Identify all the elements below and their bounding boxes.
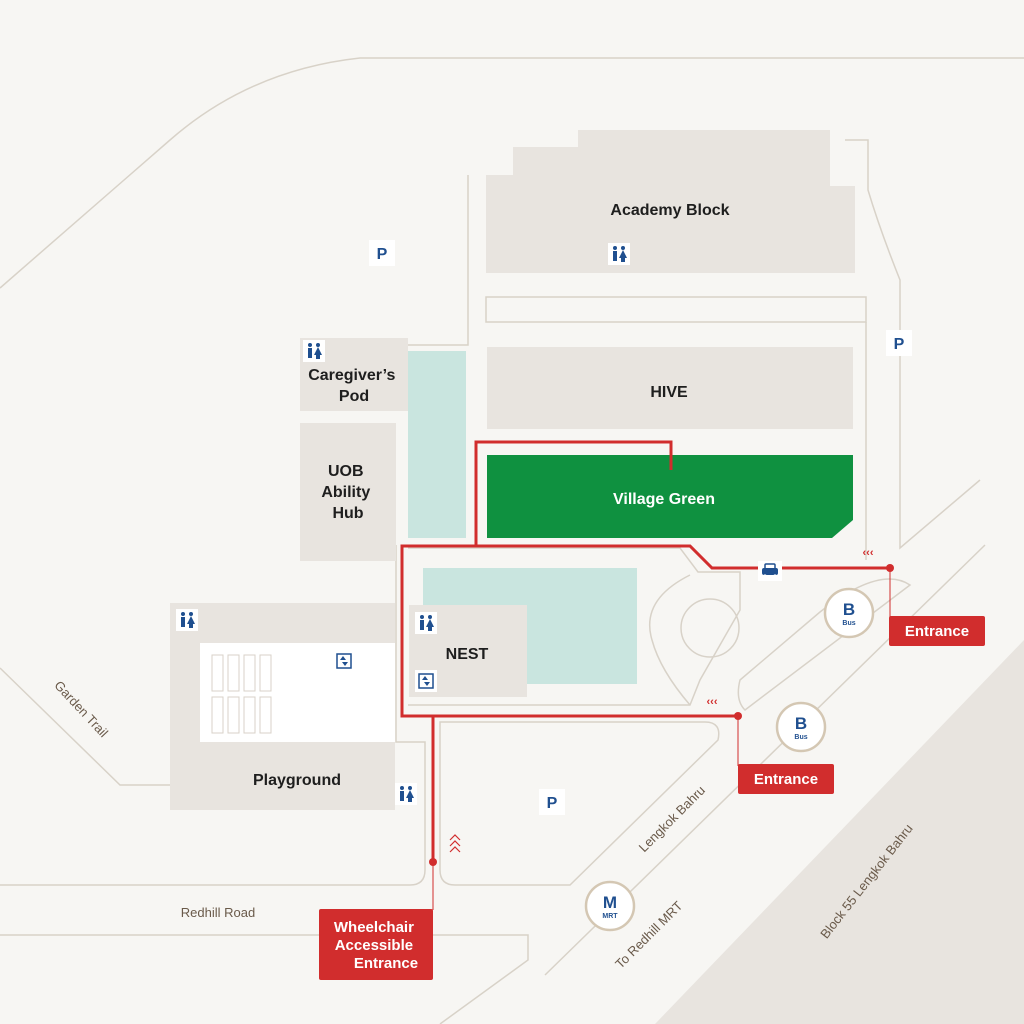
accessible-route [400,440,890,862]
toilet-icon [608,243,630,265]
toilet-icon [303,340,325,362]
entrance-east-label: Entrance [905,623,969,640]
greenery-strip [408,351,466,538]
bus-stop-south[interactable]: B Bus [775,701,827,753]
east-curve-road [845,139,981,550]
wheelchair-line-1: Wheelchair [334,919,414,936]
northwest-curve-road [0,57,1024,289]
south-car-park-outline [439,721,720,886]
wheelchair-line-2: Accessible [335,937,413,954]
parking-east[interactable]: P [886,330,912,356]
redhill-road-south-edge [0,934,529,1024]
bus-icon: B [795,714,807,733]
entrance-wheelchair-label: Wheelchair Accessible Entrance [334,919,418,972]
route-node-south [734,712,742,720]
entrance-east[interactable]: Entrance [889,616,985,646]
nest-label: NEST [446,646,489,663]
road-outlines [0,57,1024,1024]
bus-sub-label: Bus [842,620,855,627]
redhill-road-north-edge [0,545,426,886]
route-node-wheelchair [429,858,437,866]
village-green-building [487,455,853,538]
redhill-road-label: Redhill Road [181,905,255,920]
lift-icon [333,650,355,672]
route-connectors [432,568,891,910]
entrance-wheelchair-box [319,909,433,980]
entrance-east-box [889,616,985,646]
wheelchair-line-3: Entrance [354,955,418,972]
bus-sub-label: Bus [794,734,807,741]
parking-south[interactable]: P [539,789,565,815]
mrt-station[interactable]: M MRT [584,880,636,932]
mrt-sub-label: MRT [602,913,618,920]
hive-service-lane [485,296,867,323]
caregivers-pod-line-2: Pod [339,388,369,405]
entrance-wheelchair[interactable]: Wheelchair Accessible Entrance [319,909,433,980]
hive-label: HIVE [650,384,688,401]
chevrons-east: ‹‹‹ [863,547,874,559]
route-village-green-link [474,440,673,546]
uob-ability-hub-line-2: Ability [321,484,370,501]
chevrons-south: ‹‹‹ [707,696,718,708]
inner-loop-road [408,547,741,706]
parking-icon: P [377,246,388,263]
lengkok-bahru-label: Lengkok Bahru [636,783,708,855]
toilet-icon [415,612,437,634]
roundabout-drive [648,574,691,706]
playground-equipment [211,654,272,734]
parking-icon: P [547,795,558,812]
bus-icon: B [843,600,855,619]
lift-icon [415,670,437,692]
route-node-east [886,564,894,572]
entrance-south[interactable]: Entrance [738,764,834,794]
chevrons-up-icon [449,834,461,853]
caregivers-pod-line-1: Caregiver’s [308,367,395,384]
caregivers-pod-label: Caregiver’s Pod [308,367,400,405]
uob-ability-hub-line-1: UOB [328,463,364,480]
entrance-south-label: Entrance [754,771,818,788]
toilet-icon [176,609,198,631]
toilet-icon [395,783,417,805]
playground-label: Playground [253,772,341,789]
garden-trail-label: Garden Trail [51,678,111,741]
route-main-loop [400,544,890,718]
roundabout [680,598,740,658]
taxi-icon [758,561,782,581]
drop-off-lane [737,578,912,711]
entrance-south-box [738,764,834,794]
academy-block [486,130,855,273]
block-55-area [655,640,1024,1024]
parking-icon: P [894,336,905,353]
academy-block-label: Academy Block [610,202,729,219]
uob-ability-hub-line-3: Hub [332,505,363,522]
garden-trail-path [0,667,170,786]
uob-ability-hub-building [300,423,396,561]
uob-ability-hub-label: UOB Ability Hub [321,463,374,522]
buildings [170,130,855,810]
hive-building [487,347,853,429]
village-green-label: Village Green [613,491,715,508]
parking-north[interactable]: P [369,240,395,266]
mrt-icon: M [603,893,617,912]
playground-building [170,603,395,810]
north-lane-left [408,175,469,346]
playground-inner-court [200,643,395,742]
bus-stop-east[interactable]: B Bus [823,587,875,639]
